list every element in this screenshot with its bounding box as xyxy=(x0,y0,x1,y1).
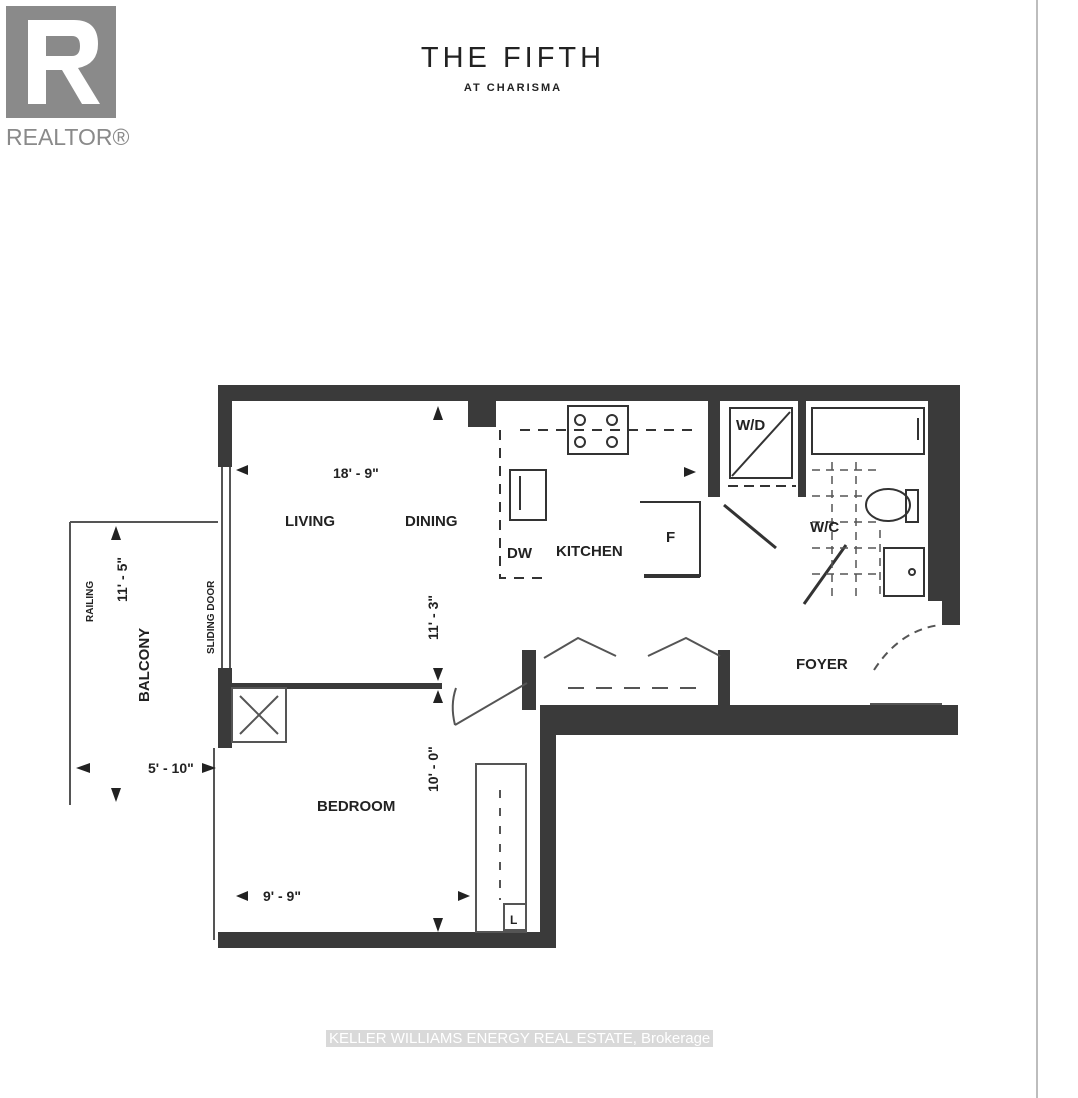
wall-lower-corridor xyxy=(540,705,958,735)
dimension-arrows xyxy=(76,406,696,932)
toilet-tank xyxy=(905,489,919,523)
linen-box xyxy=(503,903,527,931)
wall-right-upper xyxy=(942,385,960,625)
arrow-down xyxy=(433,668,443,681)
sink xyxy=(509,469,547,521)
railing-label: RAILING xyxy=(85,581,96,622)
wall-bath-right xyxy=(928,401,944,601)
shaft-x2 xyxy=(239,695,279,735)
wall-left-top xyxy=(218,385,232,467)
realtor-logo: REALTOR® xyxy=(6,6,129,150)
bedroom-door xyxy=(454,682,528,726)
dim-living-depth: 11' - 3" xyxy=(425,595,441,640)
dim-balcony-length: 11' - 5" xyxy=(114,557,130,602)
room-label-dining: DINING xyxy=(405,513,458,530)
room-label-kitchen: KITCHEN xyxy=(556,543,623,560)
arrow-down xyxy=(433,918,443,932)
wall-bath-left xyxy=(798,401,806,497)
laundry-door xyxy=(723,503,777,550)
thin-lines xyxy=(69,467,942,940)
dim-living-width: 18' - 9" xyxy=(333,465,379,481)
toilet-bowl xyxy=(865,488,911,522)
room-label-balcony: BALCONY xyxy=(136,628,153,702)
realtor-r-icon xyxy=(28,20,100,104)
dim-balcony-width: 5' - 10" xyxy=(148,760,194,776)
tub xyxy=(811,407,925,455)
cooktop xyxy=(567,405,629,455)
burner xyxy=(606,414,618,426)
wall-bedroom-right xyxy=(540,708,556,948)
bedroom-closet xyxy=(475,763,527,933)
dim-bedroom-width: 9' - 9" xyxy=(263,888,301,904)
wall-closet-right xyxy=(718,650,730,710)
entry-door-swing xyxy=(873,624,941,671)
fixture-label-dw: DW xyxy=(507,545,533,562)
realtor-wordmark: REALTOR® xyxy=(6,124,130,150)
page-title: THE FIFTH xyxy=(420,42,606,74)
washer-dryer xyxy=(729,407,793,479)
wall-closet-left xyxy=(522,650,536,710)
scan-edge-line xyxy=(1036,0,1038,1098)
sliding-door-label: SLIDING DOOR xyxy=(206,580,217,654)
page-subtitle: AT CHARISMA xyxy=(463,82,563,94)
vanity-drain xyxy=(908,568,916,576)
wall-top xyxy=(218,385,960,401)
fixture-label-fridge: F xyxy=(666,529,675,546)
arrow-right xyxy=(684,467,696,477)
realtor-mark xyxy=(6,6,116,118)
burner xyxy=(574,436,586,448)
arrow-right xyxy=(458,891,470,901)
dim-bedroom-depth: 10' - 0" xyxy=(425,746,441,792)
room-label-wd: W/D xyxy=(736,417,765,434)
bath-fixtures xyxy=(723,407,925,605)
bath-tile-grid xyxy=(812,462,881,596)
wall-left-mid xyxy=(218,668,232,748)
arrow-up xyxy=(433,690,443,703)
counter-outline xyxy=(499,430,546,579)
arrow-left xyxy=(236,465,248,475)
arrow-left xyxy=(76,763,90,773)
room-label-wc: W/C xyxy=(810,519,839,536)
arrow-down xyxy=(111,788,121,802)
arrow-right xyxy=(202,763,216,773)
bath-door xyxy=(802,544,848,605)
vanity xyxy=(883,547,925,597)
arrow-up xyxy=(111,526,121,540)
column xyxy=(468,401,496,427)
bedroom-door-swing xyxy=(451,687,457,726)
burner xyxy=(606,436,618,448)
fixture-label-linen: L xyxy=(510,913,517,927)
arrow-up xyxy=(433,406,443,420)
wall-living-bedroom xyxy=(232,683,442,689)
shaft-box xyxy=(231,687,287,743)
kitchen-fixtures xyxy=(499,405,701,579)
burner xyxy=(574,414,586,426)
washer-diagonal xyxy=(731,411,791,477)
closet-door-right xyxy=(647,636,721,657)
arrow-left xyxy=(236,891,248,901)
walls xyxy=(218,385,960,948)
wall-laundry-left xyxy=(708,401,720,497)
wall-bottom xyxy=(218,932,556,948)
closet-door-left xyxy=(543,636,617,659)
room-label-foyer: FOYER xyxy=(796,656,848,673)
brokerage-watermark: KELLER WILLIAMS ENERGY REAL ESTATE, Brok… xyxy=(326,1030,714,1047)
room-label-bedroom: BEDROOM xyxy=(317,798,395,815)
room-label-living: LIVING xyxy=(285,513,335,530)
